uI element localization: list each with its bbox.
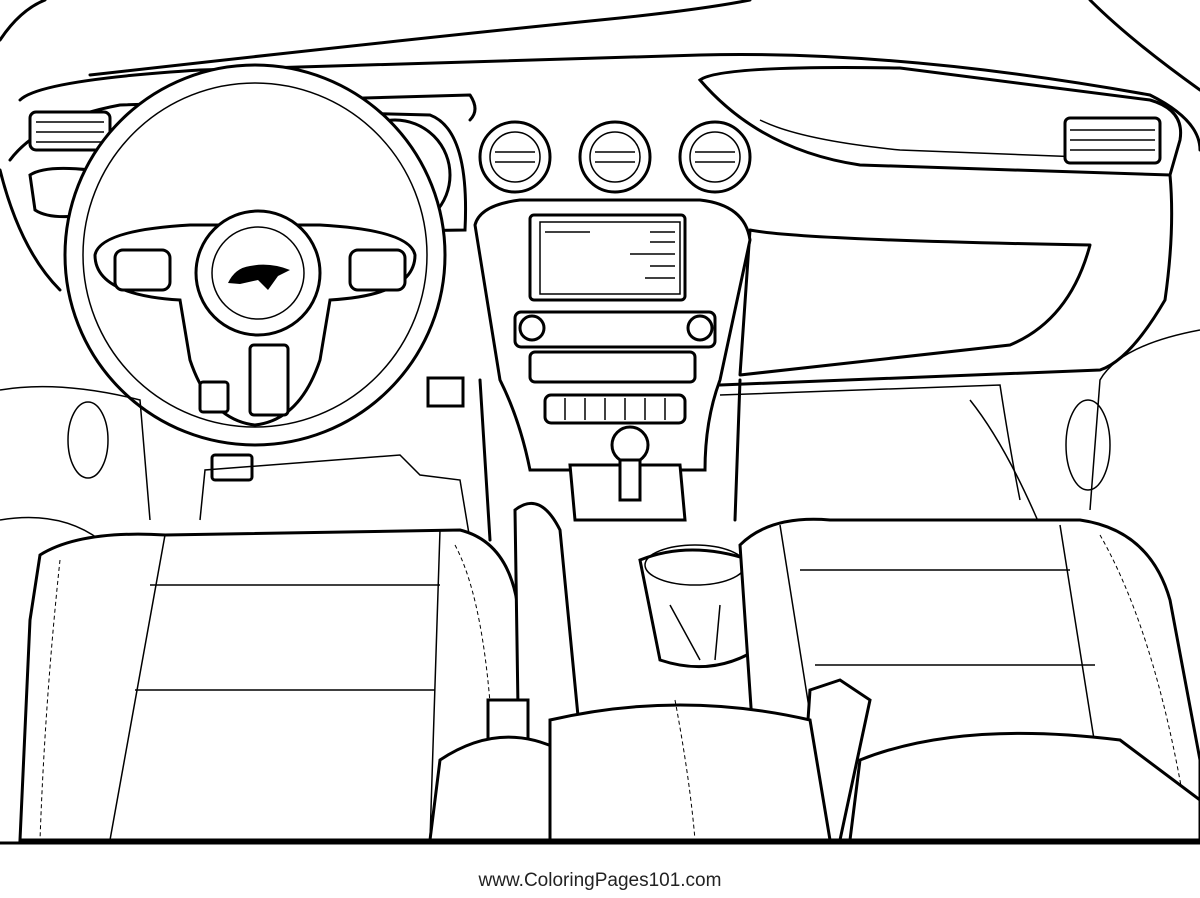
gear-knob — [610, 425, 650, 465]
center-console — [473, 198, 752, 542]
air-vents — [478, 120, 752, 194]
left-door — [0, 385, 151, 541]
website-url: www.ColoringPages101.com — [478, 870, 722, 891]
steering-wheel — [63, 63, 447, 447]
infotainment-screen — [528, 213, 687, 302]
mustang-logo-icon — [228, 264, 290, 290]
dashboard — [0, 53, 1200, 387]
floor-area — [199, 376, 1021, 541]
right-door — [969, 329, 1200, 551]
windshield — [0, 0, 1200, 92]
seat-backs — [428, 699, 1200, 842]
